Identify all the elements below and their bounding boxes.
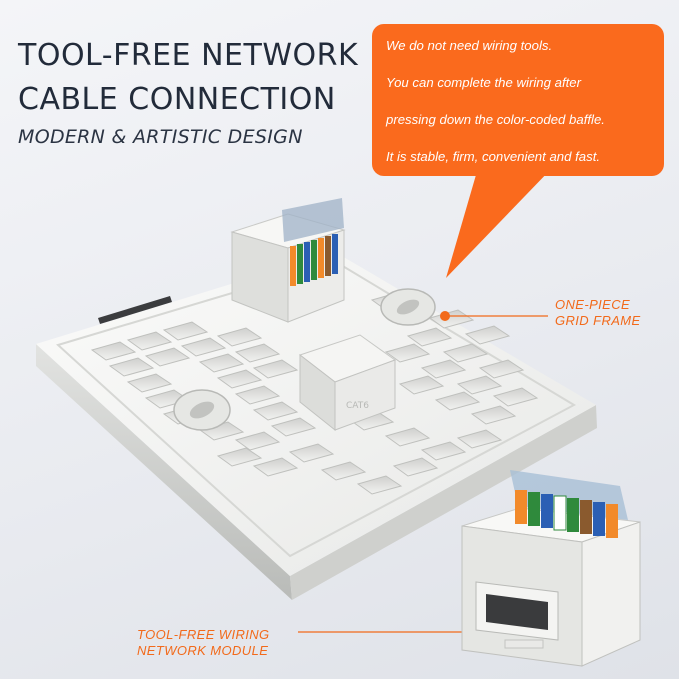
bubble-pointer (446, 168, 552, 278)
callout-network-module: TOOL-FREE WIRING NETWORK MODULE (137, 627, 270, 659)
bubble-line: You can complete the wiring after (386, 75, 581, 90)
callout-grid-line-1: ONE-PIECE (555, 297, 631, 312)
callout-grid-frame: ONE-PIECE GRID FRAME (555, 297, 641, 329)
bubble-line: It is stable, firm, convenient and fast. (386, 149, 601, 164)
headline-subtitle: MODERN & ARTISTIC DESIGN (18, 126, 303, 148)
wall-plate-icon: CAT6 (36, 198, 597, 600)
svg-text:CAT6: CAT6 (346, 401, 369, 411)
screw-slot-icon (173, 389, 231, 431)
speech-bubble: We do not need wiring tools. You can com… (372, 24, 664, 176)
headline-line-1: TOOL-FREE NETWORK (18, 38, 359, 73)
bubble-line: We do not need wiring tools. (386, 38, 553, 53)
callout-module-line-2: NETWORK MODULE (137, 643, 269, 658)
installed-keystone-icon (230, 198, 346, 323)
callout-module-line-1: TOOL-FREE WIRING (137, 627, 270, 642)
callout-dot-icon (440, 311, 450, 321)
rj45-keystone-icon (461, 470, 641, 667)
callout-grid-line-2: GRID FRAME (555, 313, 641, 328)
screw-slot-icon (380, 288, 436, 326)
headline-line-2: CABLE CONNECTION (18, 82, 336, 117)
color-coded-baffle (515, 490, 618, 538)
bubble-line: pressing down the color-coded baffle. (386, 112, 605, 127)
